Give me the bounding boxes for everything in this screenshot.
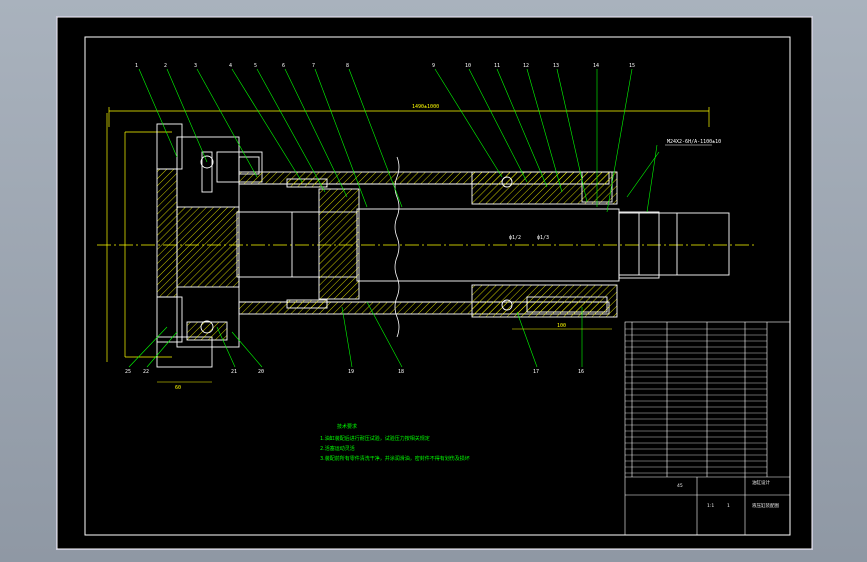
part-number: 13 [553, 63, 559, 69]
part-number: 11 [494, 63, 500, 69]
leader-lines [128, 68, 660, 368]
part-number: 16 [578, 369, 584, 375]
height-dimensions [106, 113, 172, 362]
part-number: 25 [125, 369, 131, 375]
end-cap [156, 123, 263, 368]
part-number: 19 [348, 369, 354, 375]
drawing-scale: 1:1 [707, 504, 715, 509]
drawing-frame [84, 36, 791, 536]
part-number: 8 [346, 63, 349, 69]
bore-label-small: ф1/2 [509, 235, 521, 241]
part-number: 4 [229, 63, 232, 69]
part-number: 21 [231, 369, 237, 375]
parts-list-rows [625, 328, 767, 474]
piston-rod [356, 208, 730, 282]
part-number: 2 [164, 63, 167, 69]
part-number: 17 [533, 369, 539, 375]
break-lines [394, 156, 400, 338]
title-block [624, 321, 791, 536]
overall-dimension [108, 107, 710, 127]
bore-label-large: ф1/3 [537, 235, 549, 241]
part-number: 12 [523, 63, 529, 69]
part-number: 15 [629, 63, 635, 69]
flange-dimension-label: 60 [175, 385, 181, 391]
piston [236, 188, 360, 300]
part-number: 7 [312, 63, 315, 69]
part-number: 20 [258, 369, 264, 375]
part-numbers-bottom: 25 22 21 20 19 18 17 16 [125, 369, 584, 375]
part-number: 6 [282, 63, 285, 69]
part-number: 18 [398, 369, 404, 375]
overall-dimension-label: 1490±1000 [412, 104, 439, 110]
drawing-name: 液压缸装配图 [752, 504, 779, 509]
thread-callout: M24X2-6H/A-1100±10 [667, 139, 721, 145]
front-gland [471, 171, 618, 318]
cad-viewport[interactable]: 1490±1000 [56, 16, 813, 550]
part-number: 10 [465, 63, 471, 69]
part-number: 3 [194, 63, 197, 69]
part-number: 5 [254, 63, 257, 69]
note-line: 1.油缸装配后进行耐压试验，试验压力按相关规定 [320, 436, 430, 442]
notes-title: 技术要求 [337, 424, 358, 430]
drawing-company: 油缸设计 [752, 481, 770, 486]
drawing-sheet: 1 [727, 504, 730, 509]
assembly-drawing: 1490±1000 [57, 17, 812, 549]
part-number: 1 [135, 63, 138, 69]
note-line: 3.装配前所有零件清洗干净，并涂润滑油，密封件不得有划伤及损坏 [320, 456, 470, 462]
drawing-material: 45 [677, 484, 683, 489]
note-line: 2.活塞运动灵活 [320, 446, 355, 452]
part-number: 9 [432, 63, 435, 69]
part-numbers-top: 1 2 3 4 5 6 7 8 9 10 11 12 13 14 15 [135, 63, 635, 69]
rod-end-dimension-label: 100 [557, 323, 566, 329]
part-number: 14 [593, 63, 599, 69]
part-number: 22 [143, 369, 149, 375]
